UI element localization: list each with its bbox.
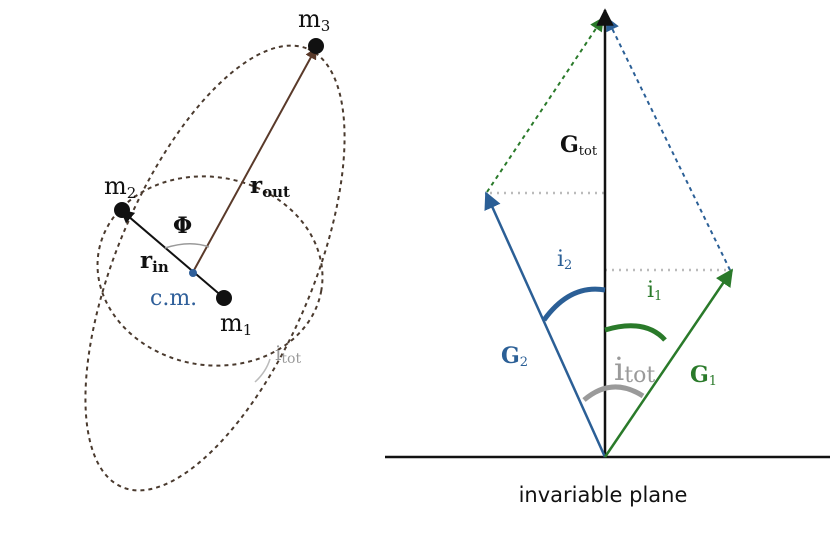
r-in-vector	[119, 209, 225, 299]
r-out-vector	[192, 46, 317, 273]
label-g-tot: Gtot	[560, 132, 598, 159]
i2-angle-arc	[541, 286, 606, 322]
label-m3: m3	[298, 5, 330, 35]
center-of-mass-dot	[189, 269, 197, 277]
label-phi: Φ	[173, 213, 192, 239]
body-m1	[216, 290, 232, 306]
triple-system-panel: m3 m2 m1 c.m. rin rout Φ itot	[84, 5, 346, 492]
body-m2	[114, 202, 130, 218]
itot-angle-arc-left	[254, 358, 271, 383]
phi-angle-arc	[164, 243, 210, 249]
label-i2: i2	[557, 247, 572, 273]
label-m2: m2	[104, 172, 136, 202]
g1-vector	[603, 268, 734, 458]
label-i1: i1	[647, 278, 662, 304]
parallelogram-edge-blue	[606, 16, 731, 271]
label-itot-right: itot	[614, 350, 655, 388]
parallelogram-edge-green	[486, 16, 604, 193]
label-itot-left: itot	[275, 341, 301, 367]
label-invariable-plane: invariable plane	[519, 483, 688, 507]
label-r-in: rin	[140, 247, 169, 276]
label-g2: G2	[501, 343, 528, 370]
label-r-out: rout	[250, 172, 290, 201]
angular-momentum-panel: Gtot G2 G1 i2 i1 itot invariable plane	[385, 8, 830, 507]
outer-orbit	[84, 44, 346, 492]
label-cm: c.m.	[150, 286, 197, 311]
label-m1: m1	[220, 309, 252, 339]
i1-angle-arc	[604, 323, 667, 342]
inner-orbit	[96, 175, 324, 367]
itot-angle-arc-right	[582, 384, 645, 402]
g2-vector	[484, 191, 607, 458]
label-g1: G1	[690, 362, 717, 389]
body-m3	[308, 38, 324, 54]
